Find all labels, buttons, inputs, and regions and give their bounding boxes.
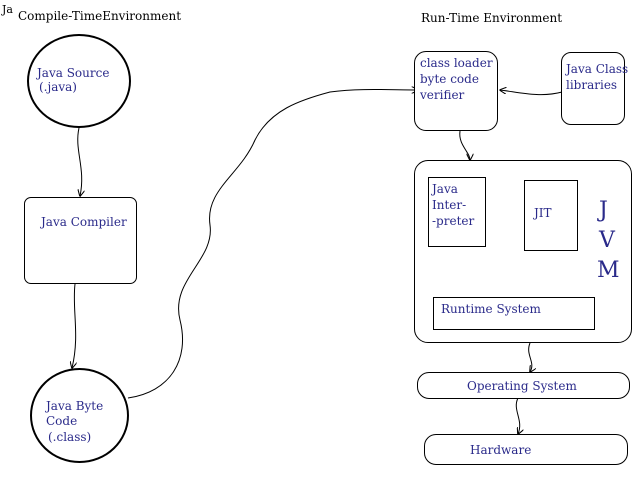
arrow-compiler-to-bytecode [72,283,76,368]
java-source-node [27,34,131,128]
class-loader-line2: byte code [420,72,479,86]
java-interpreter-node [428,177,486,247]
interpreter-line3: -preter [432,214,475,228]
class-libraries-line1: Java Class [566,62,629,76]
arrow-os-to-hardware [515,397,519,434]
java-compiler-label: Java Compiler [41,215,127,229]
hardware-node [424,434,628,465]
java-byte-code-line3: (.class) [48,430,92,444]
jit-label: JIT [534,206,552,220]
run-time-heading: Run-Time Environment [421,11,563,25]
class-loader-node [414,51,498,131]
arrow-loader-to-jvm [459,130,470,160]
hardware-label: Hardware [470,443,532,457]
class-loader-line3: verifier [420,88,465,102]
class-libraries-node [561,52,625,125]
java-source-ext: (.java) [39,80,77,94]
jvm-letter-v: V [599,228,615,253]
java-compiler-node [24,197,137,284]
java-byte-code-node [30,368,129,463]
runtime-system-label: Runtime System [441,302,541,316]
arrow-source-to-compiler [77,127,82,196]
java-source-label: Java Source [37,66,110,80]
operating-system-label: Operating System [467,379,577,393]
jvm-letter-m: M [597,258,620,283]
interpreter-line2: Inter- [432,198,467,212]
arrow-jvm-to-os [528,342,532,372]
jit-node [524,180,578,251]
class-libraries-line2: libraries [566,78,618,92]
arrow-libraries-to-loader [500,90,563,96]
runtime-system-node [433,297,595,330]
jvm-letter-j: J [599,198,608,223]
java-byte-code-line1: Java Byte [46,399,104,413]
interpreter-line1: Java [432,182,458,196]
java-byte-code-line2: Code [46,414,78,428]
compile-time-heading: Compile-TimeEnvironment [18,9,182,23]
arrow-bytecode-to-loader [127,90,418,399]
class-loader-line1: class loader [420,56,493,70]
operating-system-node [417,372,630,399]
corner-label: Ja [2,3,13,16]
